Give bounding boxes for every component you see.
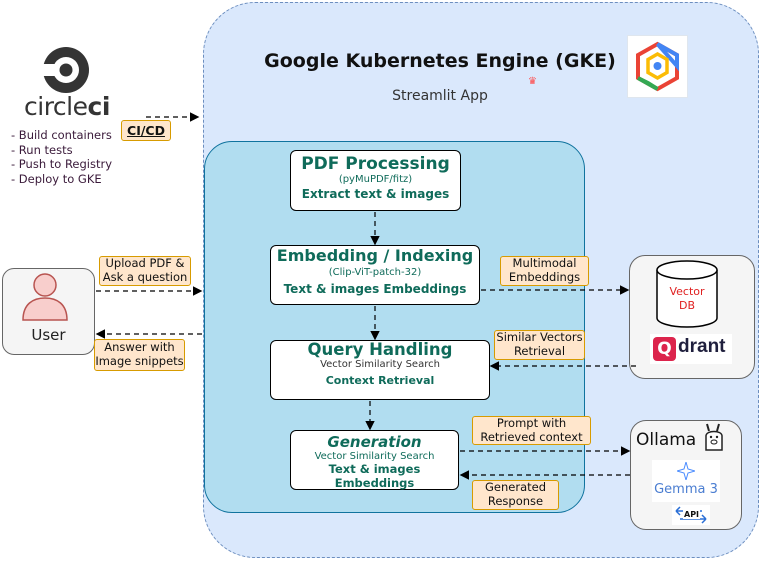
pdf-processing-box: PDF Processing (pyMuPDF/fitz) Extract te… [290, 150, 461, 211]
ollama-llama-icon [702, 422, 726, 456]
user-label: User [31, 326, 66, 344]
gemma-logo: Gemma 3 [652, 460, 720, 502]
similar-vectors-tag: Similar Vectors Retrieval [494, 330, 585, 360]
streamlit-crown-icon: ♛ [528, 76, 537, 87]
multimodal-tag: Multimodal Embeddings [500, 256, 589, 286]
upload-tag-line1: Upload PDF & [105, 256, 185, 271]
qdrant-logo: Q drant [650, 334, 732, 364]
vector-db-label-line2: DB [678, 299, 696, 312]
embedding-sub: (Clip-ViT-patch-32) [328, 266, 422, 278]
multimodal-tag-line1: Multimodal [512, 256, 577, 271]
generation-line: Text & images Embeddings [328, 461, 421, 490]
generation-sub: Vector Similarity Search [314, 450, 435, 462]
gemma-label: Gemma 3 [654, 482, 718, 497]
embedding-title: Embedding / Indexing [276, 246, 474, 265]
bullet-item: - Run tests [11, 142, 73, 157]
gke-logo-icon [627, 35, 688, 98]
vector-db-label: Vector DB [655, 285, 719, 313]
answer-tag-line1: Answer with [104, 340, 175, 355]
api-label: API [683, 510, 701, 519]
prompt-tag-line2: Retrieved context [480, 429, 583, 444]
user-icon [19, 270, 71, 326]
ollama-title: Ollama [636, 430, 697, 450]
bullet-item: - Push to Registry [11, 157, 113, 171]
database-icon [655, 260, 719, 332]
prompt-tag: Prompt with Retrieved context [472, 416, 591, 445]
similar-tag-line1: Similar Vectors [496, 330, 583, 345]
query-handling-title: Query Handling [307, 340, 453, 359]
qdrant-logo-mark: Q [653, 337, 676, 361]
answer-tag: Answer with Image snippets [94, 339, 185, 371]
answer-tag-line2: Image snippets [95, 354, 184, 368]
query-handling-sub: Vector Similarity Search [320, 359, 440, 371]
vector-db-label-line1: Vector [669, 285, 705, 298]
qdrant-text: drant [678, 336, 726, 357]
circleci-wordmark-a: circle [24, 92, 88, 121]
circleci-wordmark: circleci [24, 92, 110, 121]
bullet-item: - Deploy to GKE [11, 171, 102, 186]
cicd-tag: CI/CD [121, 120, 171, 141]
qdrant-q: Q [657, 339, 672, 359]
pdf-processing-line: Extract text & images [301, 186, 450, 201]
bullet-item: - Build containers [11, 128, 112, 142]
gke-title: Google Kubernetes Engine (GKE) [264, 50, 616, 72]
generated-tag-line1: Generated [484, 480, 546, 495]
prompt-tag-line1: Prompt with [496, 415, 567, 430]
generation-box: Generation Vector Similarity Search Text… [290, 430, 459, 490]
multimodal-tag-line2: Embeddings [508, 270, 581, 284]
pdf-processing-sub: (pyMuPDF/fitz) [338, 173, 413, 185]
cicd-label: CI/CD [127, 123, 165, 138]
upload-tag: Upload PDF & Ask a question [99, 256, 191, 286]
embedding-box: Embedding / Indexing (Clip-ViT-patch-32)… [270, 245, 480, 305]
similar-tag-line2: Retrieval [513, 344, 566, 358]
api-icon: API [672, 505, 710, 525]
embedding-line: Text & images Embeddings [283, 281, 467, 296]
query-handling-line: Context Retrieval [325, 374, 435, 388]
upload-tag-line2: Ask a question [102, 270, 188, 284]
query-handling-box: Query Handling Vector Similarity Search … [270, 340, 490, 400]
circleci-bullets: - Build containers - Run tests - Push to… [11, 128, 112, 186]
streamlit-app-label: Streamlit App [392, 88, 488, 104]
generated-tag-line2: Response [487, 494, 544, 508]
circleci-wordmark-b: ci [87, 92, 111, 121]
generation-title: Generation [327, 433, 422, 451]
pdf-processing-title: PDF Processing [301, 154, 450, 174]
gemma-sparkle-icon [677, 462, 695, 480]
generated-response-tag: Generated Response [472, 480, 559, 510]
circleci-logo-icon [42, 46, 90, 98]
